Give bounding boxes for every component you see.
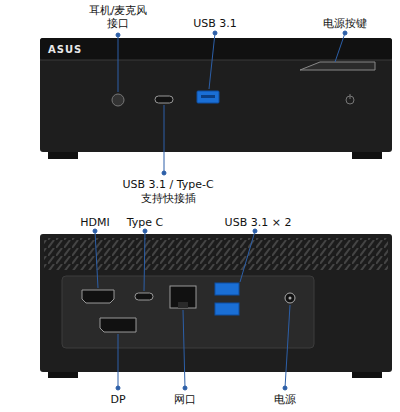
usb-port [215,283,239,295]
usb-port [197,91,219,103]
brand-logo: ASUS [48,43,82,56]
dp-port [100,318,136,332]
type-c-port [135,293,153,300]
callout-label: USB 3.1 [193,17,237,30]
port-panel [62,276,314,348]
callout-label: DP [110,393,125,406]
audio-jack [112,94,124,106]
usb-port [215,303,239,315]
callout-label: 电源 [274,393,296,406]
front-view [40,31,392,175]
callout-label: USB 3.1 × 2 [225,216,292,229]
callout-label: HDMI [80,216,109,229]
leader-line [116,31,347,175]
back-housing [40,234,392,372]
power-button [300,62,375,70]
ethernet-port [170,286,196,308]
power-jack [285,293,295,303]
type-c-port [155,96,173,103]
callout-label: 电源按键 [323,17,367,30]
leader-line [93,229,290,390]
callout-label: 支持快接插 [141,192,196,205]
hdmi-port [82,290,114,303]
back-view [40,229,392,390]
callout-label: 耳机/麦克风接口 [87,4,149,30]
front-housing [40,38,392,152]
callout-label: Type C [127,216,163,229]
callout-label: USB 3.1 / Type-C [122,178,213,191]
callout-label: 网口 [174,393,196,406]
